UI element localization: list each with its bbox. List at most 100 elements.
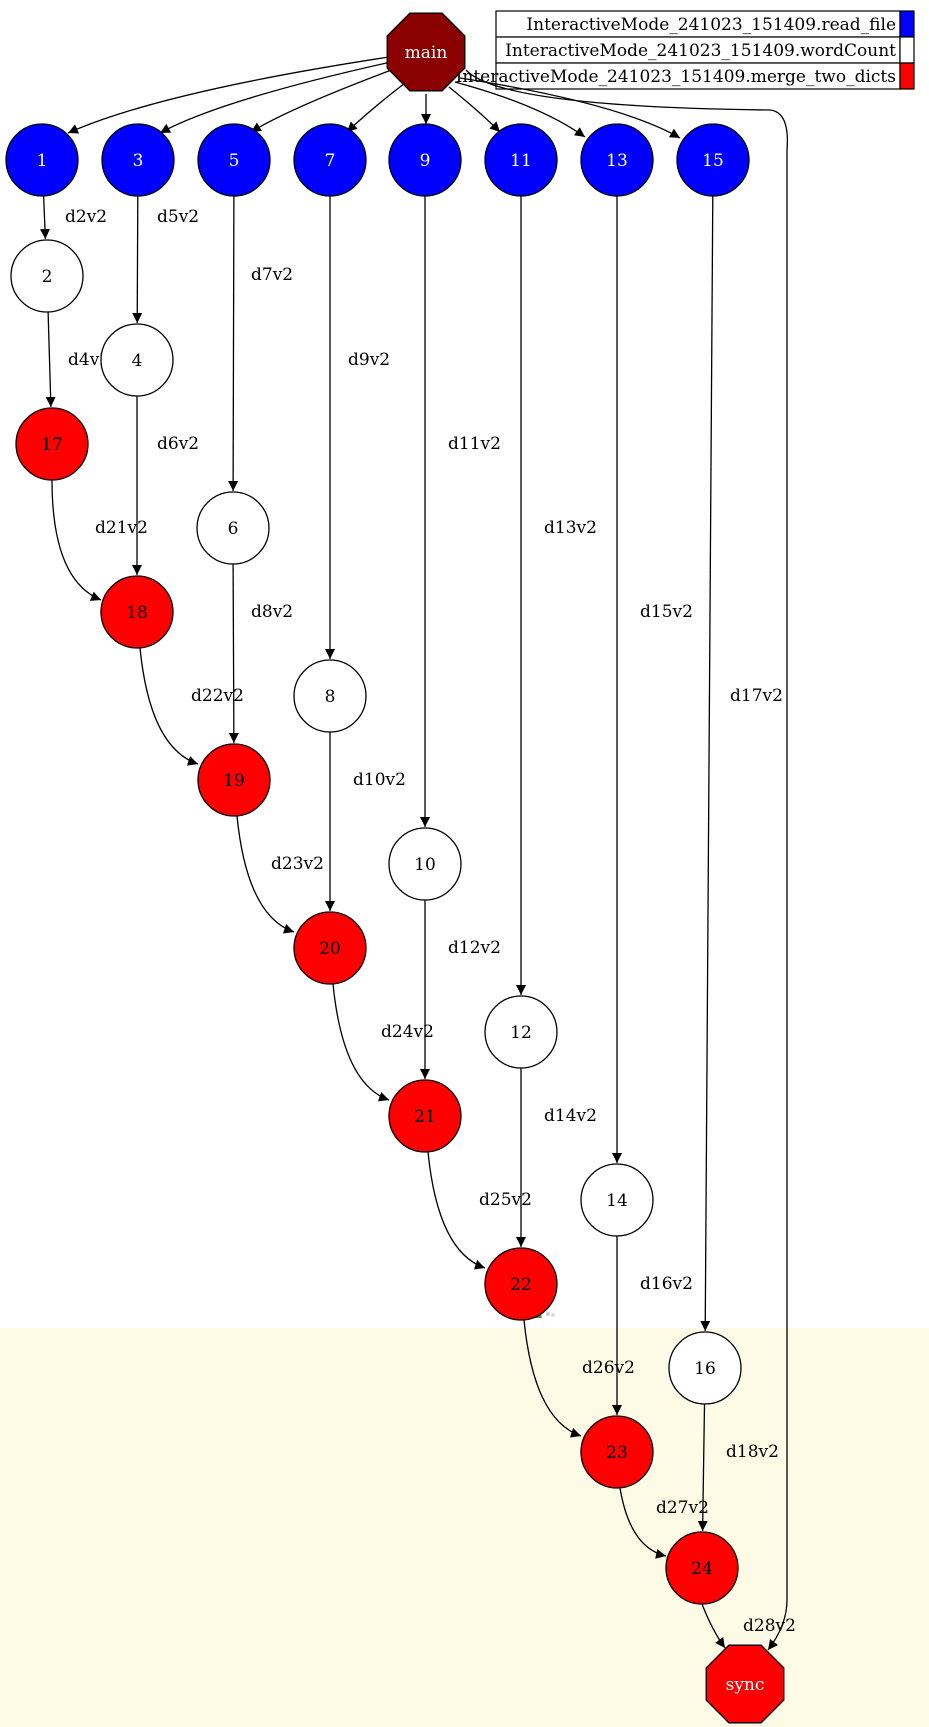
edge-label: d9v2: [348, 350, 390, 370]
edge-line: [448, 86, 501, 133]
edge: d17v2: [700, 195, 783, 1332]
node-17: 17: [15, 407, 89, 481]
edge-line: [459, 77, 681, 139]
node-12: 12: [484, 995, 558, 1069]
edge-label: d14v2: [544, 1106, 597, 1126]
edge-line: [228, 563, 239, 744]
node-shape: [293, 123, 367, 197]
edge: d13v2: [516, 196, 597, 995]
legend-swatch: [899, 62, 915, 90]
node-2: 2: [10, 239, 84, 313]
node-shape: [388, 827, 462, 901]
node-shape: [668, 1331, 742, 1405]
edge-label: d24v2: [381, 1022, 434, 1042]
edge: d8v2: [228, 563, 293, 744]
node-shape: [10, 239, 84, 313]
edge: d12v2: [420, 900, 501, 1079]
node-label: 23: [606, 1443, 628, 1463]
legend-swatch: [899, 36, 915, 64]
edge-line: [159, 61, 392, 134]
node-shape: [580, 1415, 654, 1489]
edge: [459, 77, 681, 139]
edge-line: [39, 195, 50, 240]
edge-label: d16v2: [640, 1274, 693, 1294]
edge: d27v2: [619, 1487, 709, 1559]
legend: InteractiveMode_241023_151409.read_fileI…: [456, 10, 915, 90]
node-label: sync: [726, 1675, 765, 1695]
edge: d24v2: [332, 983, 434, 1102]
edge-line: [236, 815, 295, 934]
node-1: 1: [5, 123, 79, 197]
node-10: 10: [388, 827, 462, 901]
edge-line: [332, 983, 390, 1102]
edge-line: [139, 647, 199, 766]
legend-entry: InteractiveMode_241023_151409.merge_two_…: [456, 62, 915, 90]
node-9: 9: [388, 123, 462, 197]
node-20: 20: [293, 911, 367, 985]
edge-line: [523, 1319, 582, 1438]
node-shape: [293, 911, 367, 985]
edge-label: d21v2: [95, 518, 148, 538]
edge-line: [67, 56, 390, 134]
node-label: 5: [229, 151, 240, 171]
legend-label: InteractiveMode_241023_151409.read_file: [526, 15, 896, 35]
edge: [159, 61, 392, 134]
edge-label: d4v2: [68, 350, 110, 370]
edge-line: [250, 68, 395, 133]
node-11: 11: [484, 123, 558, 197]
edge-label: d15v2: [640, 602, 693, 622]
node-5: 5: [197, 123, 271, 197]
edge-label: d26v2: [582, 1358, 635, 1378]
legend-label-box: [495, 36, 901, 64]
node-shape: [484, 995, 558, 1069]
edge-line: [697, 1403, 708, 1532]
node-label: 4: [132, 351, 143, 371]
node-label: 3: [133, 151, 144, 171]
edge: [454, 81, 586, 138]
node-shape: [196, 491, 270, 565]
edge: d15v2: [612, 196, 693, 1163]
node-label: 24: [691, 1559, 713, 1579]
legend-label: InteractiveMode_241023_151409.wordCount: [505, 41, 896, 61]
node-sync: sync: [705, 1644, 785, 1724]
edge-label: d22v2: [191, 686, 244, 706]
node-24: 24: [665, 1531, 739, 1605]
node-18: 18: [100, 575, 174, 649]
node-label: 7: [325, 151, 336, 171]
node-21: 21: [388, 1079, 462, 1153]
node-16: 16: [668, 1331, 742, 1405]
node-shape: [484, 1247, 558, 1321]
edge-line: [427, 1151, 486, 1270]
edge: d2v2: [39, 195, 107, 240]
edge-label: d12v2: [448, 938, 501, 958]
edge-label: d7v2: [251, 265, 293, 285]
node-19: 19: [197, 743, 271, 817]
node-label: 6: [228, 519, 239, 539]
edge-label: d25v2: [479, 1190, 532, 1210]
node-shape: [580, 123, 654, 197]
edge-label: d2v2: [65, 207, 107, 227]
node-shape: [676, 123, 750, 197]
edge-label: d5v2: [157, 207, 199, 227]
node-shape: [293, 659, 367, 733]
edge: [465, 69, 789, 1651]
edge: d22v2: [139, 647, 244, 766]
node-shape: [5, 123, 79, 197]
node-label: 19: [223, 771, 245, 791]
node-shape: [705, 1644, 785, 1724]
edge: d6v2: [132, 396, 199, 575]
edge-line: [700, 195, 714, 1332]
node-label: 2: [42, 267, 53, 287]
node-label: 15: [702, 151, 724, 171]
edge: d28v2: [701, 1603, 796, 1649]
edge-line: [454, 81, 586, 138]
edge: [250, 68, 395, 133]
node-3: 3: [101, 123, 175, 197]
node-shape: [100, 323, 174, 397]
edge: d4v2: [45, 311, 110, 408]
edge: d5v2: [132, 195, 199, 324]
edge: d16v2: [612, 1236, 693, 1415]
node-shape: [484, 123, 558, 197]
edge-label: d6v2: [157, 434, 199, 454]
